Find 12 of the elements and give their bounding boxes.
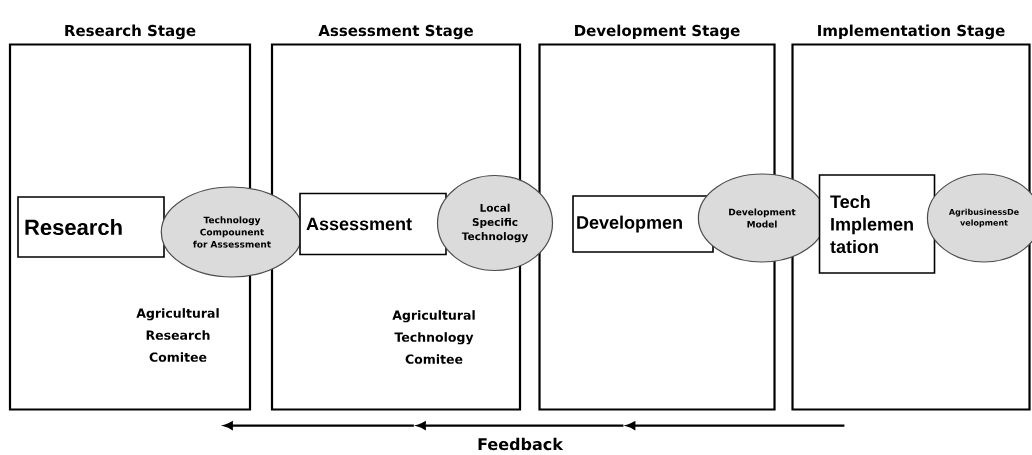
stage-title: Assessment Stage [318,24,473,40]
stage-title: Research Stage [65,24,196,40]
feedback-label: Feedback [478,437,564,451]
feedback-arrow [626,421,845,430]
process-box: Assessment [299,192,447,256]
process-box: Tech Implemen tation [818,174,936,274]
process-box: Research [17,196,165,258]
stage-title: Implementation Stage [818,24,1005,40]
process-box: Developmen [572,195,714,253]
stage-title: Development Stage [575,24,740,40]
committee-label: Agricultural Technology Comitee [392,310,475,364]
committee-label: Agricultural Research Comitee [136,308,219,362]
